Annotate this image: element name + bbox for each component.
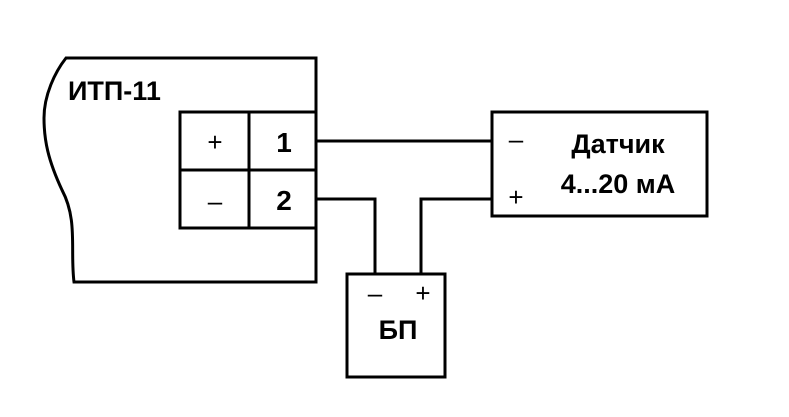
terminal-2-number: 2 <box>276 185 292 216</box>
sensor-box: – + Датчик 4...20 мА <box>490 110 709 218</box>
power-supply-plus-sign: + <box>415 278 430 308</box>
terminal-2-polarity: – <box>208 186 223 216</box>
terminal-block: + 1 – 2 <box>178 110 318 230</box>
sensor-box-frame <box>490 110 709 218</box>
sensor-minus-sign: – <box>509 124 524 154</box>
wire-psu-plus-to-sensor-plus <box>419 197 492 274</box>
wire-terminal2-to-psu-minus <box>316 197 377 274</box>
device-housing-outline <box>42 56 318 284</box>
sensor-range-label: 4...20 мА <box>561 169 676 199</box>
power-supply-box: – + БП <box>345 272 447 379</box>
sensor-plus-sign: + <box>508 182 523 212</box>
sensor-name-label: Датчик <box>571 129 665 159</box>
power-supply-frame <box>345 272 447 379</box>
power-supply-name-label: БП <box>379 315 418 345</box>
terminal-1-polarity: + <box>207 127 222 157</box>
device-name-label: ИТП-11 <box>68 76 161 106</box>
power-supply-minus-sign: – <box>368 278 383 308</box>
terminal-1-number: 1 <box>276 127 292 158</box>
